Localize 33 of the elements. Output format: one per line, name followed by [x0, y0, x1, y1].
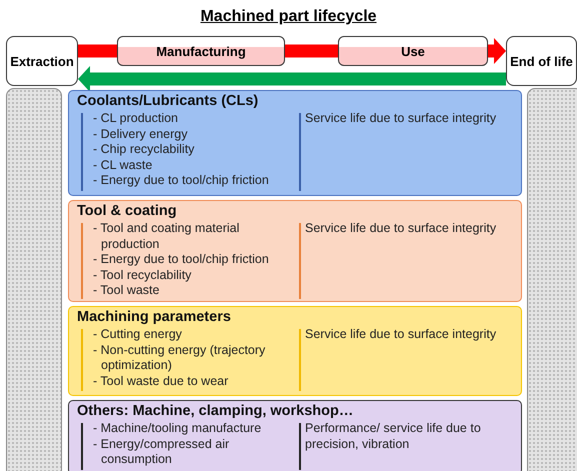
list-item: - Tool waste due to wear: [93, 374, 230, 389]
list-item: - Tool and coating material production: [93, 221, 240, 252]
diagram-title: Machined part lifecycle: [199, 8, 378, 26]
panel-heading: Machining parameters: [77, 309, 231, 325]
stage-box: End of life: [506, 36, 577, 86]
note-text: Service life due to surface integrity: [305, 111, 498, 126]
list-item: - Energy/compressed air consumption: [93, 436, 230, 468]
phase-box: Manufacturing: [117, 36, 285, 66]
arrow: [488, 38, 506, 64]
list-item: - CL waste: [93, 158, 154, 173]
list-item: - Non-cutting energy (trajectory optimization): [93, 342, 266, 374]
list-item: - Energy due to tool/chip friction: [93, 173, 270, 188]
category-panel: [68, 400, 522, 471]
list-item: - Chip recyclability: [93, 142, 196, 158]
phase-box: Use: [338, 36, 488, 66]
list-item: - Tool recyclability: [93, 268, 192, 283]
stage-box: Extraction: [6, 36, 78, 86]
note-text: Service life due to surface integrity: [305, 221, 498, 236]
panel-heading: Coolants/Lubricants (CLs): [77, 93, 258, 109]
list-item: - Tool waste: [93, 283, 160, 298]
note-text: Performance/ service life due to precision, vibration: [305, 421, 482, 452]
panel-heading: Tool & coating: [77, 203, 177, 219]
category-panel: [68, 200, 522, 302]
list-item: - CL production: [93, 111, 179, 126]
list-item: - Energy due to tool/chip friction: [93, 252, 270, 268]
list-item: - Machine/tooling manufacture: [93, 421, 262, 436]
list-item: - Delivery energy: [93, 126, 188, 142]
note-text: Service life due to surface integrity: [305, 327, 498, 342]
category-panel: [68, 90, 522, 196]
list-item: - Cutting energy: [93, 327, 183, 342]
arrow: [78, 66, 506, 92]
panel-heading: Others: Machine, clamping, workshop…: [77, 403, 354, 419]
category-panel: [68, 306, 522, 396]
